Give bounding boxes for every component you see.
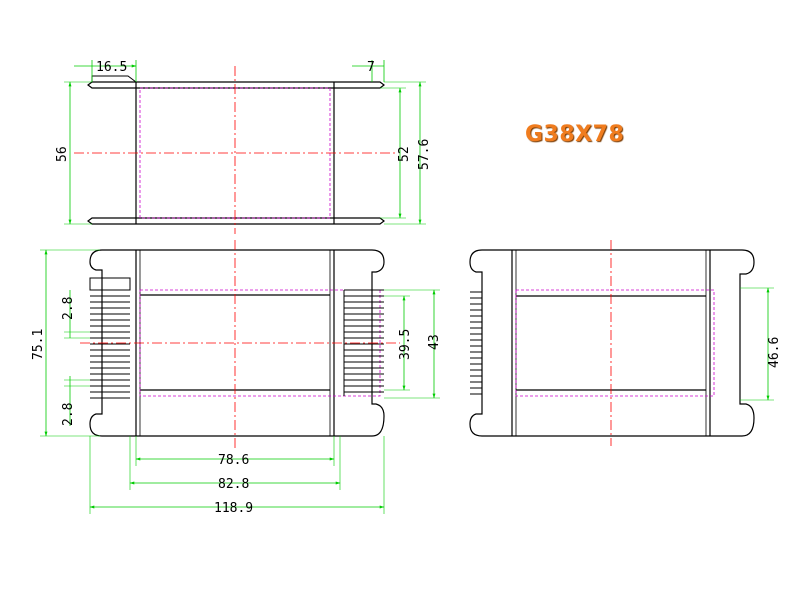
dim-fin-gap-bottom: 2.8 (61, 403, 76, 426)
side-view-outline (469, 249, 755, 437)
dim-top-right-flange: 7 (367, 60, 375, 75)
dim-side-window: 46.6 (767, 337, 782, 368)
dim-front-height-total: 75.1 (31, 329, 46, 360)
dim-width-mid: 82.8 (218, 477, 249, 492)
top-view-top-flange (87, 81, 385, 89)
dim-window-outer: 43 (427, 334, 442, 350)
dim-top-height-outer: 56 (55, 146, 70, 162)
dim-top-height-inner: 52 (397, 146, 412, 162)
dim-top-height-total: 57.6 (417, 139, 432, 170)
top-view-tab (91, 75, 137, 83)
dim-width-inner: 78.6 (218, 453, 249, 468)
front-view-left-fins (89, 277, 131, 399)
side-view-hidden-window (515, 289, 715, 397)
top-view: 16.5 7 56 52 57.6 (55, 60, 432, 234)
front-view: 75.1 2.8 2.8 39.5 43 78.6 82.8 (31, 240, 442, 516)
dim-window-inner: 39.5 (398, 329, 413, 360)
front-view-hidden-window (139, 289, 381, 397)
front-view-right-fins (343, 289, 384, 396)
dim-top-left-flange: 16.5 (96, 60, 127, 75)
model-title: G38X78 (525, 122, 625, 147)
front-view-outline (89, 249, 385, 437)
dim-fin-gap-top: 2.8 (61, 297, 76, 320)
side-view-left-fins (470, 291, 482, 395)
side-view: 46.6 (469, 240, 782, 446)
dim-width-total: 118.9 (214, 501, 253, 516)
top-view-bottom-flange (87, 217, 385, 225)
